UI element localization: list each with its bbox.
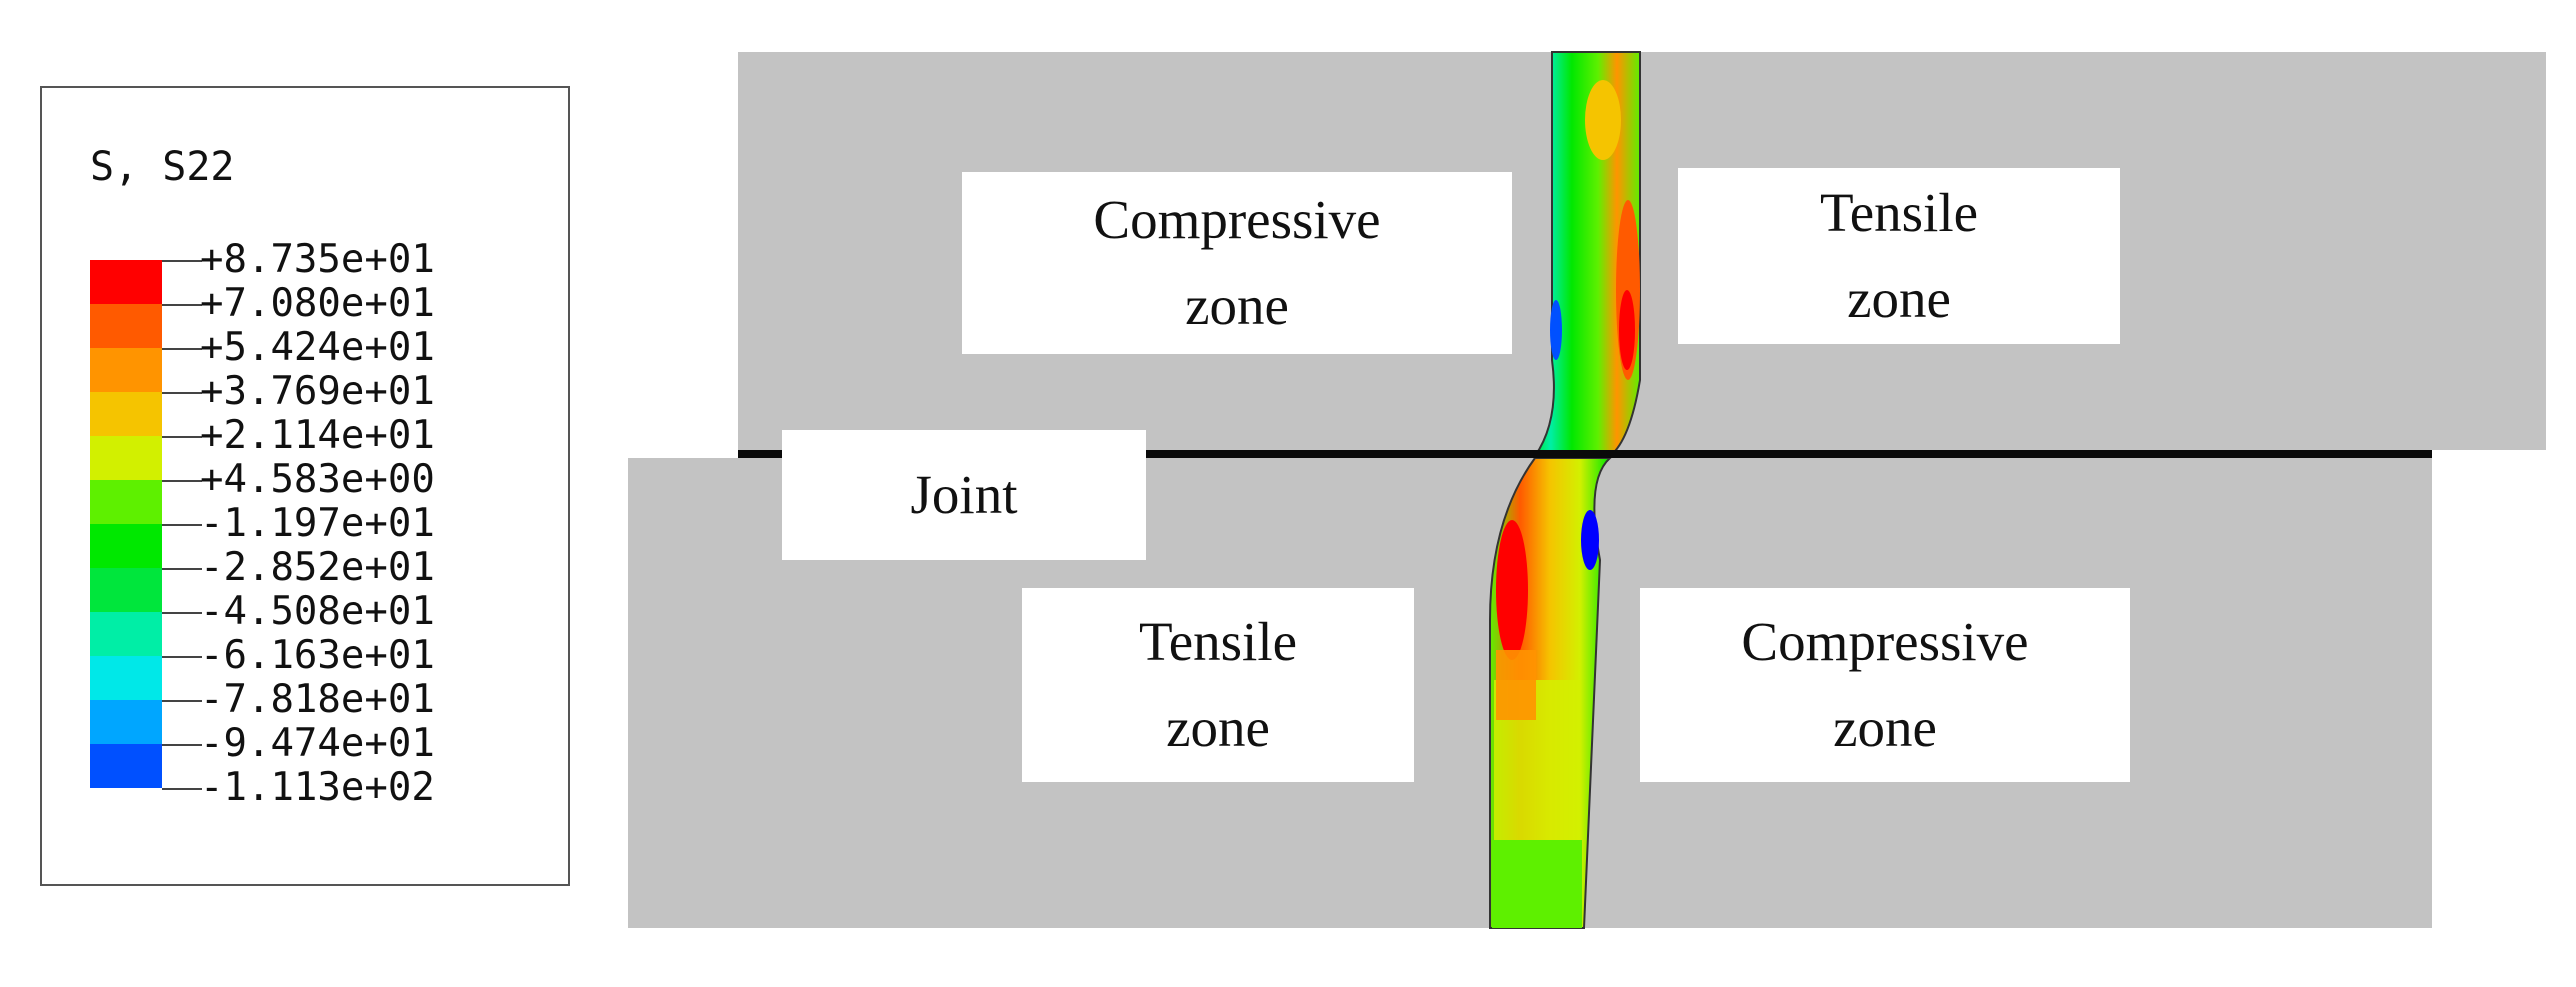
label-upper-compressive-line1: Compressive: [1093, 189, 1381, 250]
bolt-lower-coldspot: [1581, 510, 1599, 570]
legend-tick: [162, 612, 202, 614]
legend-swatch: [90, 348, 162, 392]
bolt-upper-coldspot: [1550, 300, 1562, 360]
label-lower-tensile-line1: Tensile: [1138, 611, 1298, 672]
label-lower-tensile-line2: zone: [1166, 697, 1270, 758]
legend-label: +3.769e+01: [200, 369, 435, 414]
legend-tick: [162, 260, 202, 262]
bolt-lower-green-band: [1492, 840, 1582, 928]
label-upper-tensile-zone: Tensile zone: [1678, 168, 2120, 344]
legend-label: -9.474e+01: [200, 721, 435, 766]
legend-swatch: [90, 304, 162, 348]
legend-tick: [162, 348, 202, 350]
legend-label: -4.508e+01: [200, 589, 435, 634]
legend-tick: [162, 788, 202, 790]
label-joint-text: Joint: [910, 464, 1018, 525]
legend-label: +7.080e+01: [200, 281, 435, 326]
legend-label: -6.163e+01: [200, 633, 435, 678]
label-lower-compressive-line1: Compressive: [1741, 611, 2029, 672]
legend-tick: [162, 568, 202, 570]
legend-tick: [162, 744, 202, 746]
legend-tick: [162, 304, 202, 306]
legend-tick: [162, 656, 202, 658]
legend-label: -2.852e+01: [200, 545, 435, 590]
bolt-lower-hotspot: [1496, 520, 1528, 660]
label-lower-compressive-zone: Compressive zone: [1640, 588, 2130, 782]
legend-swatch: [90, 260, 162, 304]
legend-label: -1.197e+01: [200, 501, 435, 546]
legend-swatch: [90, 392, 162, 436]
legend-label: -1.113e+02: [200, 765, 435, 810]
legend-swatch: [90, 700, 162, 744]
legend-tick: [162, 436, 202, 438]
legend-tick: [162, 524, 202, 526]
label-lower-tensile-zone: Tensile zone: [1022, 588, 1414, 782]
legend-tick: [162, 480, 202, 482]
legend-label: +4.583e+00: [200, 457, 435, 502]
legend-swatch: [90, 524, 162, 568]
legend-swatch: [90, 480, 162, 524]
legend-tick: [162, 700, 202, 702]
stress-legend: S, S22 +8.735e+01+7.080e+01+5.424e+01+3.…: [40, 86, 570, 886]
label-upper-compressive-zone: Compressive zone: [962, 172, 1512, 354]
legend-swatch: [90, 568, 162, 612]
legend-swatch: [90, 436, 162, 480]
legend-label: +8.735e+01: [200, 237, 435, 282]
legend-swatch: [90, 744, 162, 788]
legend-swatch: [90, 612, 162, 656]
legend-color-bar: [90, 260, 162, 788]
label-joint: Joint: [782, 430, 1146, 560]
legend-label: +5.424e+01: [200, 325, 435, 370]
legend-title: S, S22: [90, 144, 235, 190]
label-upper-tensile-line2: zone: [1847, 268, 1951, 329]
label-upper-compressive-line2: zone: [1185, 275, 1289, 336]
bolt-upper-hotspot-2: [1619, 290, 1635, 370]
label-upper-tensile-line1: Tensile: [1819, 182, 1979, 243]
legend-swatch: [90, 656, 162, 700]
legend-label: +2.114e+01: [200, 413, 435, 458]
legend-label: -7.818e+01: [200, 677, 435, 722]
bolt-lower-orange-band: [1496, 650, 1536, 720]
bolt-upper-warm: [1585, 80, 1621, 160]
legend-tick: [162, 392, 202, 394]
label-lower-compressive-line2: zone: [1833, 697, 1937, 758]
joint-line: [738, 450, 2432, 458]
